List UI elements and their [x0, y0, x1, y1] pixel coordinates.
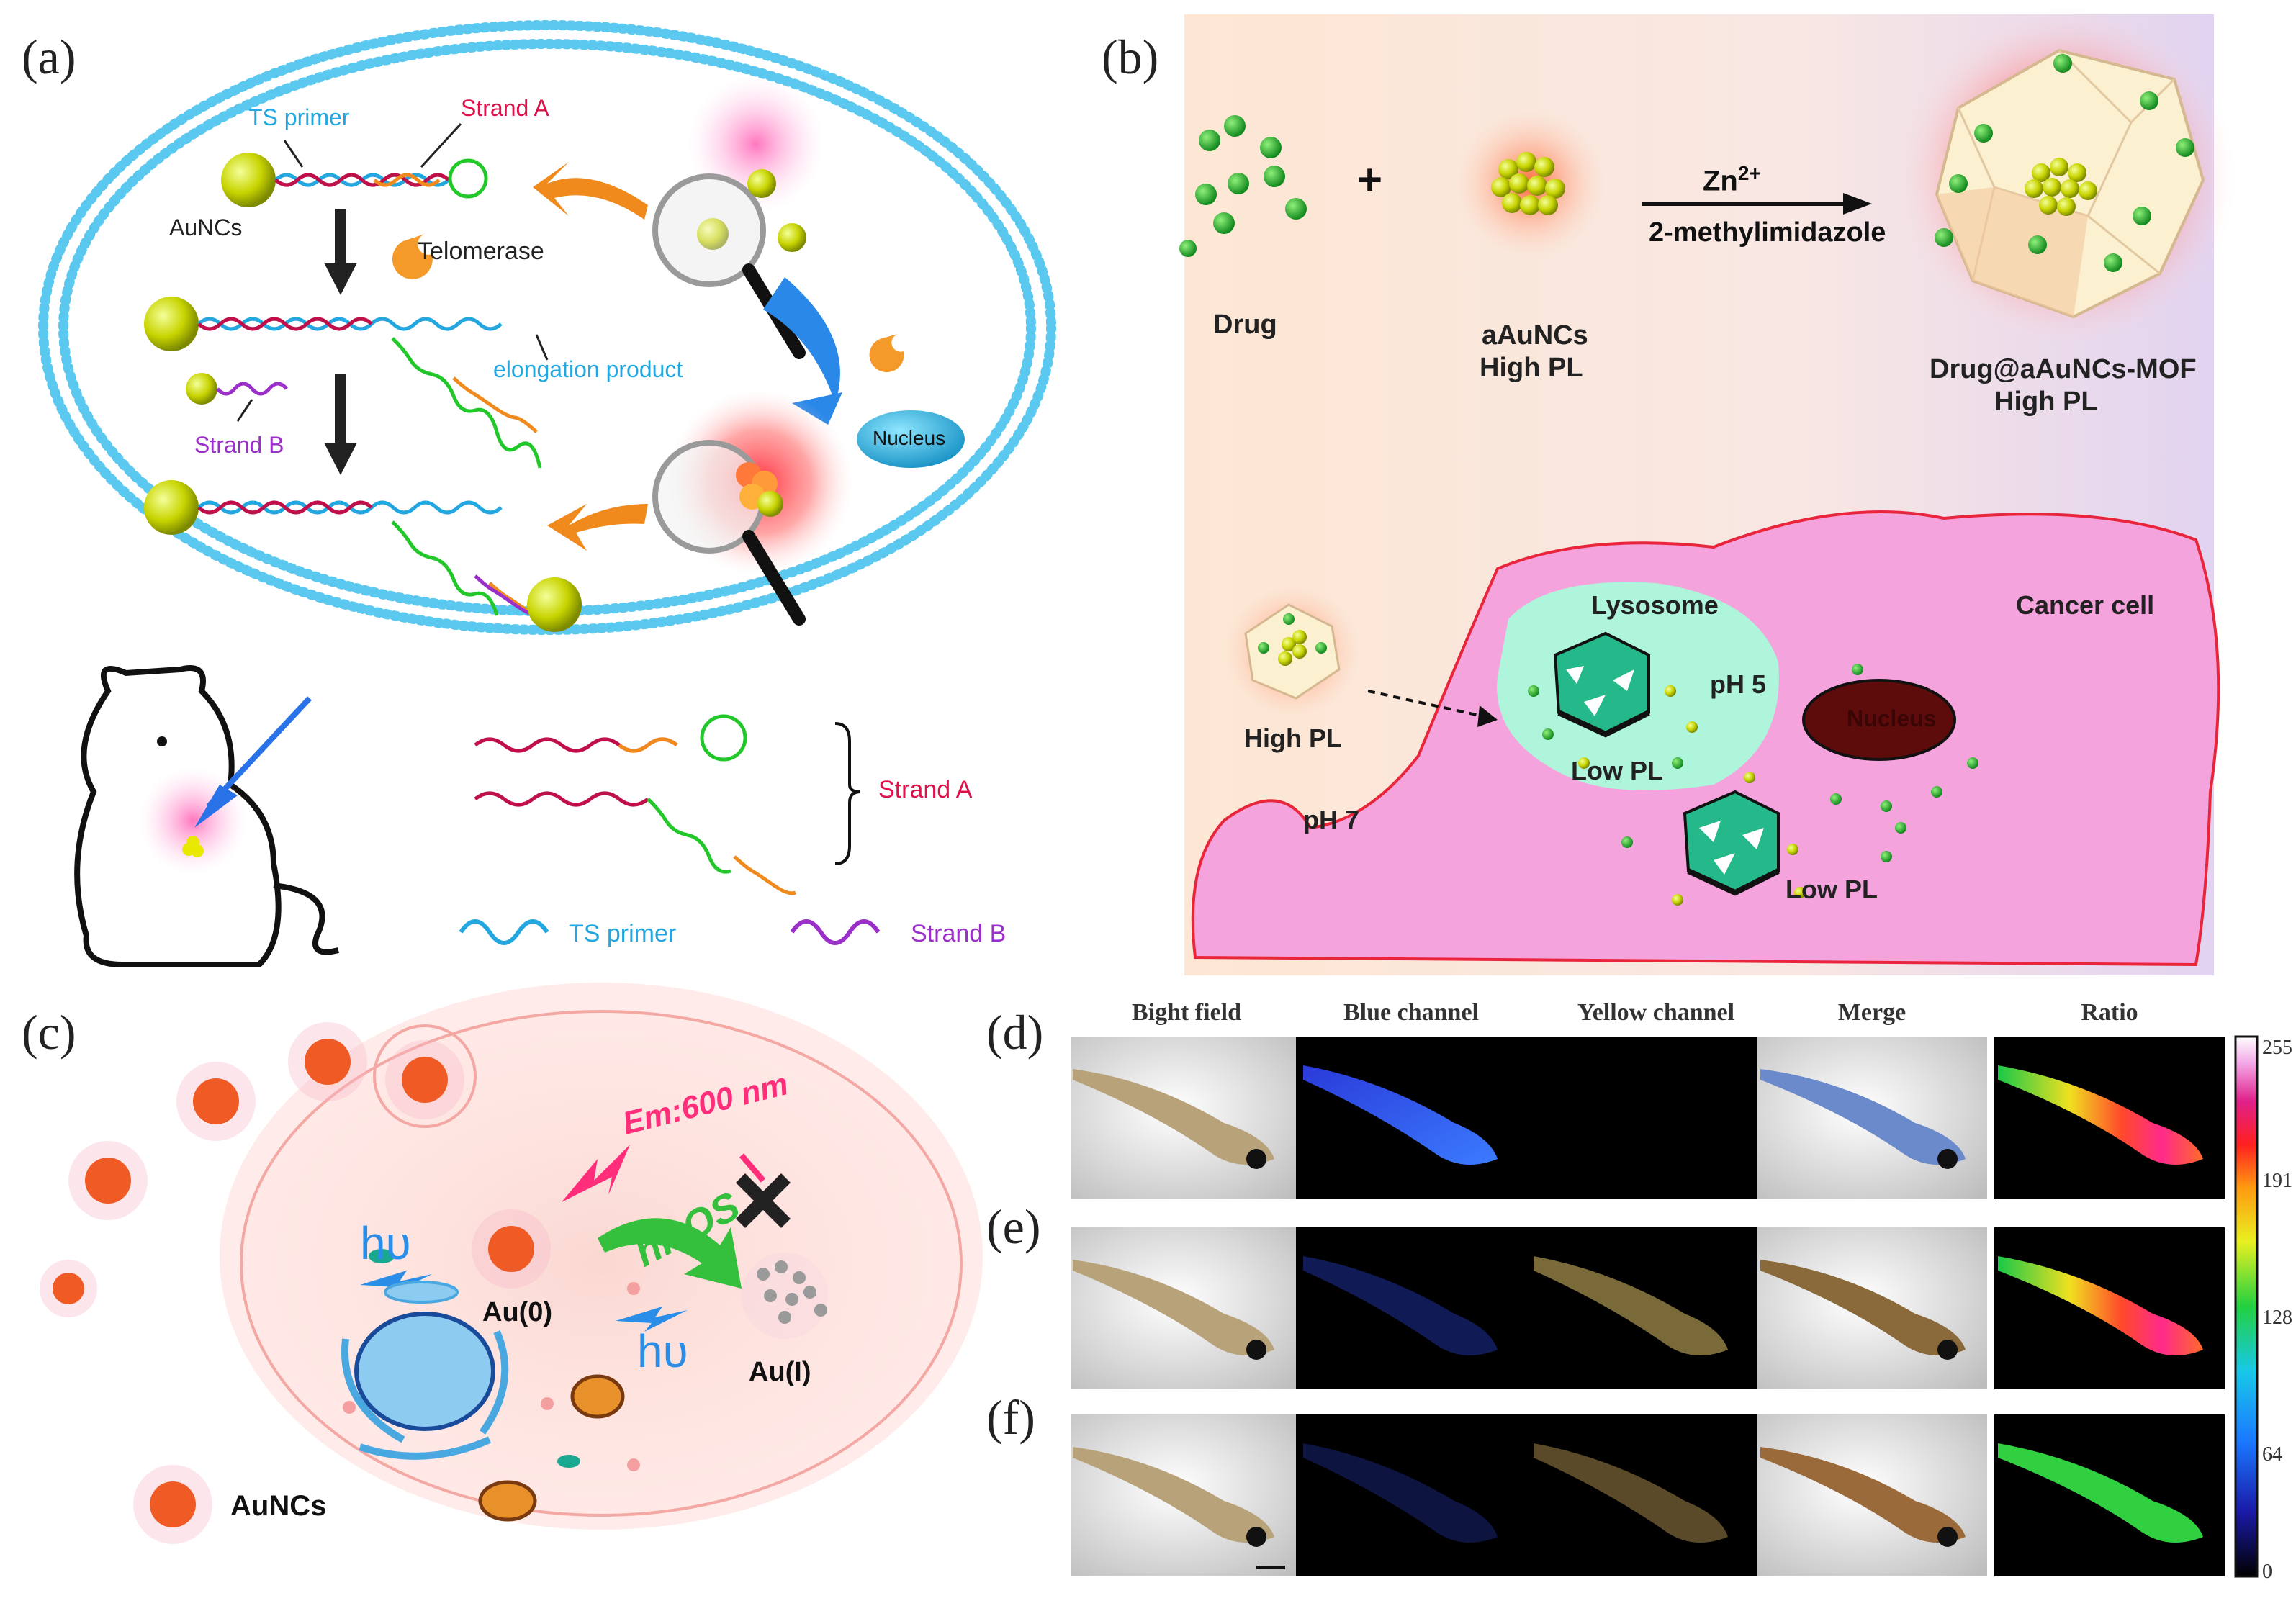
- label-low-pl-1: Low PL: [1571, 756, 1663, 785]
- label-high-pl-small: High PL: [1244, 723, 1342, 753]
- col-header-ratio: Ratio: [2081, 999, 2138, 1026]
- label-aauncs: aAuNCs: [1482, 320, 1588, 351]
- label-low-pl-2: Low PL: [1786, 875, 1878, 904]
- mitochondrion-1: [570, 1374, 625, 1419]
- legend-strand-a: Strand A: [878, 776, 973, 803]
- legend-ts-primer: TS primer: [569, 920, 677, 947]
- colorbar: [2234, 1035, 2259, 1578]
- colorbar-tick-0: 0: [2262, 1561, 2272, 1583]
- label-au1: Au(I): [749, 1357, 811, 1387]
- label-strand-b: Strand B: [194, 432, 284, 458]
- col-header-yellow-channel: Yellow channel: [1577, 999, 1735, 1026]
- plus-sign: +: [1357, 155, 1383, 204]
- panel-b: [1179, 7, 2236, 975]
- mitochondrion-2: [478, 1480, 537, 1522]
- nucleus-c: [354, 1312, 495, 1431]
- fish-row-e: [1071, 1227, 2225, 1389]
- nucleus-b: [1802, 679, 1956, 761]
- blue-curved-arrow: [763, 277, 840, 403]
- label-au0: Au(0): [482, 1297, 553, 1327]
- colorbar-tick-255: 255: [2262, 1037, 2292, 1059]
- label-hv-2: hυ: [637, 1325, 688, 1377]
- aunc-ball-1: [221, 153, 276, 207]
- label-2-methylimidazole: 2-methylimidazole: [1649, 217, 1886, 248]
- label-drug: Drug: [1213, 310, 1277, 340]
- label-ph5: pH 5: [1710, 669, 1767, 699]
- nucleus-a: [857, 410, 965, 468]
- released-dots: [1528, 664, 1978, 906]
- panel-label-b: (b): [1102, 30, 1159, 84]
- label-telomerase: Telomerase: [418, 238, 544, 265]
- label-zn: Zn2+: [1703, 162, 1761, 197]
- panel-label-f: (f): [986, 1390, 1035, 1445]
- label-ph7: pH 7: [1303, 805, 1360, 834]
- label-lysosome: Lysosome: [1591, 590, 1719, 620]
- label-auncs-c: AuNCs: [230, 1490, 327, 1522]
- fish-row-d: [1071, 1037, 2225, 1199]
- label-hv-1: hυ: [360, 1217, 411, 1269]
- colorbar-tick-191: 191: [2262, 1170, 2292, 1192]
- label-nucleus-b: Nucleus: [1847, 705, 1937, 731]
- label-cancer-cell: Cancer cell: [2016, 590, 2155, 620]
- fish-row-f: [1071, 1414, 2225, 1576]
- aunc-ball-2: [144, 297, 199, 351]
- label-nucleus-a: Nucleus: [873, 427, 946, 449]
- panel-label-c: (c): [22, 1005, 76, 1060]
- label-ts-primer: TS primer: [248, 104, 350, 130]
- col-header-blue-channel: Blue channel: [1343, 999, 1479, 1026]
- panels-def: [1071, 1035, 2259, 1578]
- panel-label-d: (d): [986, 1005, 1044, 1060]
- telomerase-icon: [392, 234, 433, 279]
- col-header-merge: Merge: [1837, 999, 1906, 1026]
- drug-dots: [1179, 115, 1307, 257]
- mof-cargo: [1935, 54, 2194, 272]
- auncs-clusters: [40, 1022, 551, 1544]
- label-mof-high-pl: High PL: [1994, 387, 2098, 417]
- col-header-bright-field: Bight field: [1131, 999, 1242, 1026]
- label-strand-a: Strand A: [461, 95, 549, 121]
- label-aauncs-high-pl: High PL: [1480, 353, 1583, 383]
- aunc-ball-3: [144, 480, 199, 535]
- orange-arrow-1: [533, 162, 648, 220]
- panel-c: [40, 983, 983, 1544]
- hairpin-loop: [448, 158, 488, 199]
- emission-bolt: [562, 1145, 630, 1202]
- panel-label-e: (e): [986, 1199, 1041, 1254]
- label-drug-mof: Drug@aAuNCs-MOF: [1930, 354, 2197, 384]
- light-bolt-2: [616, 1307, 688, 1332]
- colorbar-tick-128: 128: [2262, 1307, 2292, 1329]
- panel-a: [38, 20, 1056, 967]
- block-x-icon: [736, 1173, 791, 1228]
- light-bolt-1: [360, 1271, 432, 1296]
- orange-arrow-2: [547, 504, 648, 551]
- aauncs-cluster: [1491, 152, 1565, 215]
- label-auncs: AuNCs: [169, 215, 243, 240]
- panel-label-a: (a): [22, 30, 76, 84]
- telomerase-icon-2: [869, 334, 904, 373]
- hros-arrow: [598, 1218, 742, 1289]
- legend-strand-b: Strand B: [911, 920, 1007, 947]
- colorbar-tick-64: 64: [2262, 1443, 2282, 1466]
- au1-particles: [757, 1260, 827, 1324]
- label-elongation-product: elongation product: [493, 356, 683, 382]
